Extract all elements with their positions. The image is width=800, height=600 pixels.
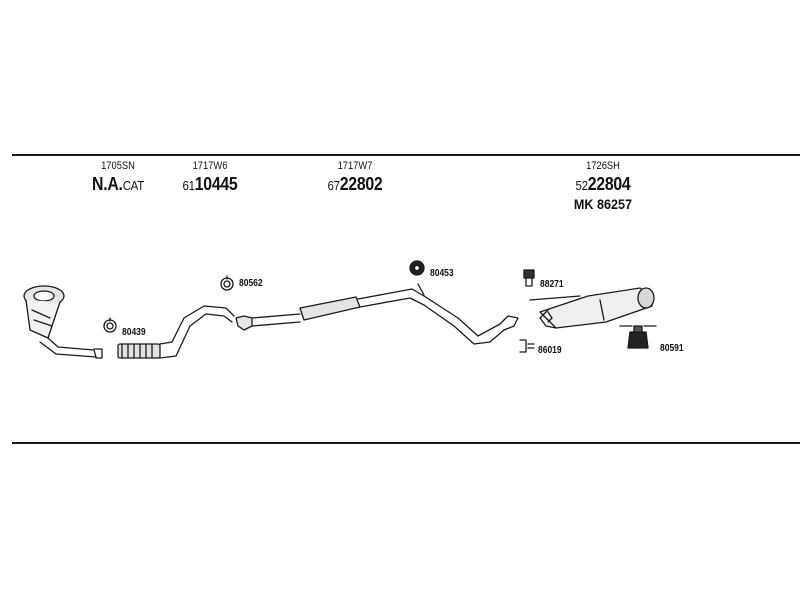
fitting-label: 80591: [660, 343, 684, 354]
header-rear-silencer: 1726SH 5222804 MK 86257: [548, 160, 658, 212]
part-prefix: 67: [327, 178, 340, 193]
clamp-ring-icon: [220, 275, 234, 291]
clamp-ring-icon: [103, 317, 117, 333]
mounting-bolt-icon: [523, 269, 535, 287]
header-middle-silencer: 1717W7 6722802: [305, 160, 405, 195]
part-code: 1717W6: [192, 160, 228, 172]
top-divider: [12, 154, 800, 156]
rubber-hanger-icon: [409, 260, 425, 276]
fitting-label: 80562: [239, 278, 263, 289]
part-number: 6110445: [166, 174, 254, 195]
fitting-label: 86019: [538, 345, 562, 356]
part-number: N.A.CAT: [74, 174, 162, 195]
part-number: 6722802: [311, 174, 399, 195]
catalytic-converter: [23, 285, 103, 359]
header-front-pipe: 1717W6 6110445: [160, 160, 260, 195]
fitting-label: 80439: [122, 327, 146, 338]
part-code: 1726SH: [586, 160, 620, 172]
part-main: 10445: [194, 174, 238, 194]
part-prefix: 61: [182, 178, 195, 193]
fitting-label: 88271: [540, 279, 564, 290]
part-code: 1717W7: [337, 160, 373, 172]
rear-silencer: [529, 287, 655, 329]
bottom-divider: [12, 442, 800, 444]
part-main: 22802: [339, 174, 383, 194]
middle-silencer-pipe: [235, 283, 519, 345]
part-prefix: 52: [575, 178, 588, 193]
part-main: 22804: [587, 174, 631, 194]
part-suffix: CAT: [122, 178, 145, 193]
part-main: N.A.: [92, 174, 123, 194]
rubber-mount-icon: [619, 325, 657, 349]
part-code: 1705SN: [101, 160, 135, 172]
bracket-clip-icon: [519, 339, 535, 353]
part-number: 5222804: [555, 174, 652, 195]
fitting-label: 80453: [430, 268, 454, 279]
header-catalytic-converter: 1705SN N.A.CAT: [68, 160, 168, 195]
front-pipe: [117, 305, 235, 359]
part-alt-number: MK 86257: [573, 196, 633, 212]
